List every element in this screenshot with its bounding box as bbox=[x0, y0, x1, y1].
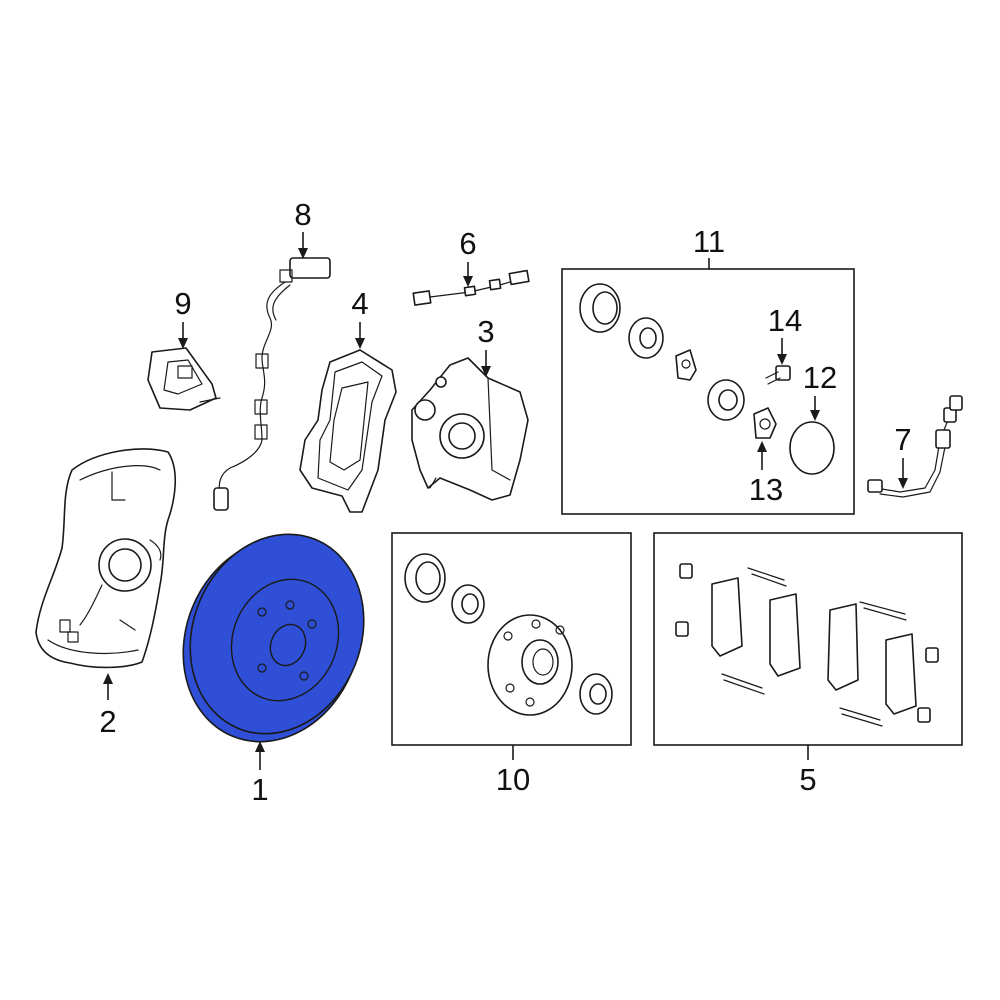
callout-1: 1 bbox=[251, 772, 268, 807]
callout-3: 3 bbox=[477, 314, 494, 349]
part-axle-nut[interactable] bbox=[753, 407, 777, 439]
leader-lines bbox=[103, 232, 908, 770]
part-wheel-seal[interactable] bbox=[579, 283, 621, 333]
part-brake-caliper[interactable] bbox=[411, 357, 529, 501]
part-dust-shield[interactable] bbox=[35, 448, 177, 669]
part-bolt[interactable] bbox=[765, 365, 791, 385]
part-sensor-module[interactable] bbox=[147, 347, 221, 411]
part-pad-wear-sensor[interactable] bbox=[412, 269, 530, 306]
part-wheel-hub[interactable] bbox=[487, 614, 573, 716]
part-grease-cap[interactable] bbox=[789, 421, 835, 475]
callout-14: 14 bbox=[768, 303, 802, 338]
part-brake-pad-set[interactable] bbox=[675, 563, 939, 727]
part-hub-seal[interactable] bbox=[404, 553, 446, 603]
callout-10: 10 bbox=[496, 762, 530, 797]
part-hub-bearing[interactable] bbox=[451, 584, 485, 624]
part-inner-bearing[interactable] bbox=[628, 317, 664, 359]
part-speed-sensor[interactable] bbox=[213, 257, 331, 511]
callout-9: 9 bbox=[174, 286, 191, 321]
part-brake-hose[interactable] bbox=[867, 395, 963, 498]
part-caliper-bracket[interactable] bbox=[299, 349, 397, 513]
box-seal-bearing-kit bbox=[561, 268, 855, 515]
callout-4: 4 bbox=[351, 286, 368, 321]
part-hub-nut[interactable] bbox=[579, 673, 613, 715]
callout-7: 7 bbox=[894, 422, 911, 457]
callout-13: 13 bbox=[749, 472, 783, 507]
callout-5: 5 bbox=[799, 762, 816, 797]
callout-6: 6 bbox=[459, 226, 476, 261]
callout-8: 8 bbox=[294, 197, 311, 232]
callout-11: 11 bbox=[693, 224, 725, 259]
callout-2: 2 bbox=[99, 704, 116, 739]
part-outer-bearing[interactable] bbox=[707, 379, 745, 421]
callout-12: 12 bbox=[803, 360, 837, 395]
box-brake-pad-set bbox=[653, 532, 963, 746]
part-brake-rotor[interactable] bbox=[153, 508, 393, 769]
box-hub-assembly bbox=[391, 532, 632, 746]
part-bearing-retainer[interactable] bbox=[675, 349, 697, 381]
